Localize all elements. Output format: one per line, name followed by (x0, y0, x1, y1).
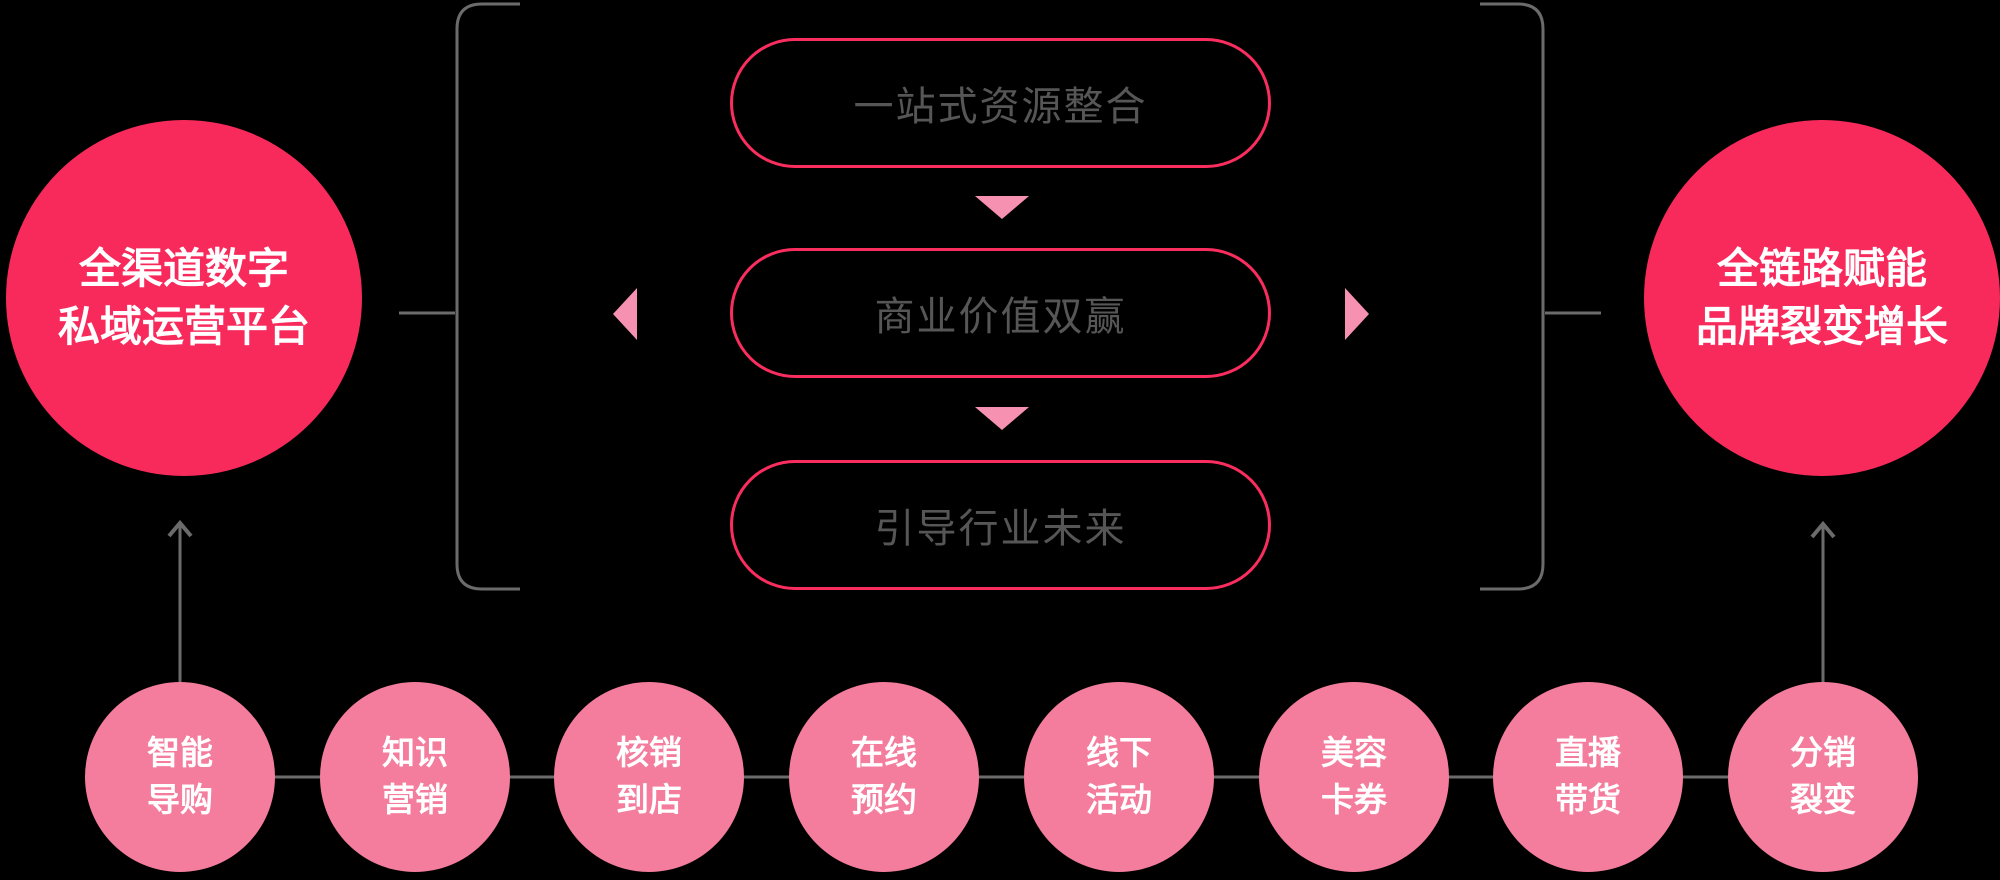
feature-line1: 知识 (382, 734, 448, 772)
left-bracket (455, 2, 520, 591)
down-triangle-icon-1 (975, 196, 1029, 219)
pill-industry-future-label: 引导行业未来 (874, 507, 1127, 551)
pill-business-value: 商业价值双赢 (730, 248, 1271, 378)
feature-line2: 卡券 (1321, 781, 1387, 818)
pill-resource-integration: 一站式资源整合 (730, 38, 1271, 168)
feature-line2: 裂变 (1790, 781, 1856, 818)
feature-line1: 核销 (616, 734, 682, 772)
feature-line2: 活动 (1086, 781, 1152, 818)
feature-node-distribution-fission: 分销裂变 (1728, 682, 1918, 872)
feature-node-live-commerce: 直播带货 (1493, 682, 1683, 872)
feature-node-online-booking: 在线预约 (789, 682, 979, 872)
feature-node-offline-events: 线下活动 (1024, 682, 1214, 872)
feature-line2: 到店 (616, 781, 682, 818)
feature-line1: 在线 (851, 734, 917, 772)
feature-line1: 直播 (1555, 734, 1621, 772)
feature-line1: 线下 (1086, 734, 1152, 772)
feature-line1: 智能 (147, 734, 213, 772)
right-up-arrowhead-icon (1810, 520, 1836, 539)
feature-line2: 带货 (1555, 781, 1621, 818)
down-triangle-icon-2 (975, 407, 1029, 430)
pill-resource-integration-label: 一站式资源整合 (853, 85, 1148, 129)
left-platform-line2: 私域运营平台 (57, 303, 310, 350)
right-platform-line1: 全链路赋能 (1716, 245, 1927, 293)
feature-line2: 导购 (147, 781, 213, 818)
pill-industry-future: 引导行业未来 (730, 460, 1271, 590)
pill-business-value-label: 商业价值双赢 (874, 295, 1127, 339)
right-bracket (1480, 2, 1545, 591)
right-platform-line2: 品牌裂变增长 (1695, 303, 1948, 350)
left-up-arrowhead-icon (167, 519, 193, 538)
left-triangle-icon (613, 288, 637, 340)
right-triangle-icon (1345, 288, 1369, 340)
feature-node-beauty-coupons: 美容卡券 (1259, 682, 1449, 872)
feature-line1: 分销 (1790, 734, 1856, 772)
feature-node-knowledge-marketing: 知识营销 (320, 682, 510, 872)
feature-line2: 预约 (851, 781, 917, 818)
right-platform-label: 全链路赋能 品牌裂变增长 (1696, 240, 1948, 356)
left-platform-line1: 全渠道数字 (78, 245, 289, 293)
right-platform-node: 全链路赋能 品牌裂变增长 (1644, 120, 2000, 476)
feature-line2: 营销 (382, 781, 448, 818)
feature-node-smart-guide: 智能导购 (85, 682, 275, 872)
left-platform-node: 全渠道数字 私域运营平台 (6, 120, 362, 476)
feature-node-instore-redemption: 核销到店 (554, 682, 744, 872)
left-platform-label: 全渠道数字 私域运营平台 (58, 240, 310, 356)
feature-line1: 美容 (1321, 734, 1387, 772)
